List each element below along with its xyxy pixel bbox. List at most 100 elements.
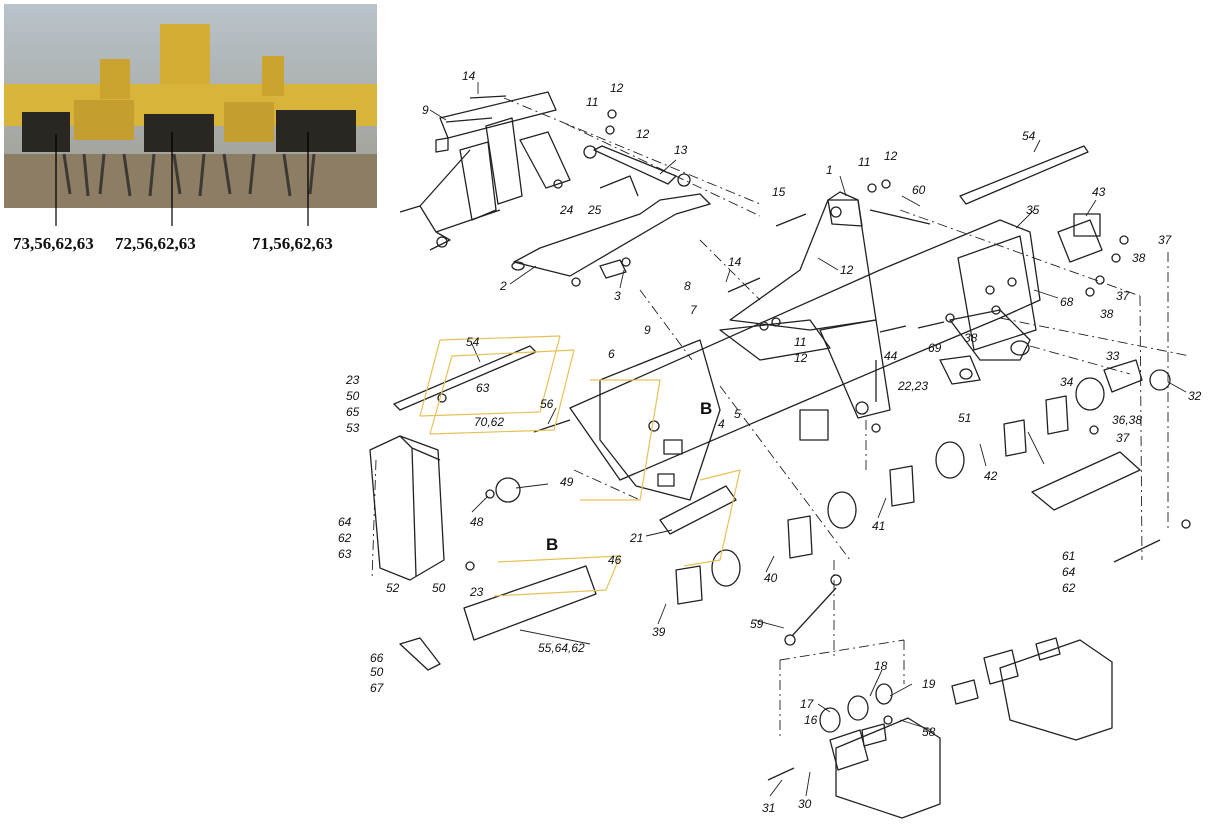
label-14: 14: [462, 69, 476, 83]
nuts: [437, 109, 1191, 725]
label-39: 39: [652, 625, 666, 639]
label-35: 35: [1026, 203, 1040, 217]
label-34: 34: [1060, 375, 1074, 389]
label-1: 1: [826, 163, 833, 177]
bolts: [445, 95, 1161, 781]
label-37: 37: [1116, 431, 1131, 445]
label-50: 50: [370, 665, 384, 679]
idler-pulley: [819, 683, 893, 733]
label-11: 11: [794, 335, 806, 349]
label-18: 18: [874, 659, 888, 673]
label-52: 52: [386, 581, 400, 595]
label-16: 16: [804, 713, 818, 727]
label-37: 37: [1158, 233, 1173, 247]
label-6: 6: [608, 347, 615, 361]
label-23: 23: [345, 373, 360, 387]
label-64: 64: [338, 515, 352, 529]
label-31: 31: [762, 801, 775, 815]
label-62: 62: [1062, 581, 1076, 595]
label-69: 69: [928, 341, 942, 355]
hitch-frame: [399, 91, 571, 251]
part-number-labels: 14 9 11 12 12 13 24 25 1 11 12 15 60 54 …: [338, 69, 1202, 815]
label-11: 11: [858, 155, 870, 169]
center-gearbox: [719, 191, 891, 419]
label-12: 12: [884, 149, 898, 163]
label-3: 3: [614, 289, 621, 303]
side-cover: [369, 435, 445, 581]
label-67: 67: [370, 681, 385, 695]
label-50: 50: [432, 581, 446, 595]
label-55-64-62: 55,64,62: [538, 641, 585, 655]
label-41: 41: [872, 519, 885, 533]
label-9: 9: [422, 103, 429, 117]
label-19: 19: [922, 677, 936, 691]
label-70-62: 70,62: [474, 415, 504, 429]
hydraulic-motor: [1057, 213, 1103, 263]
label-21: 21: [629, 531, 643, 545]
photo-label-center: 72,56,62,63: [115, 234, 196, 253]
label-24: 24: [559, 203, 574, 217]
label-38: 38: [964, 331, 978, 345]
label-32: 32: [1188, 389, 1202, 403]
label-25: 25: [587, 203, 602, 217]
label-58: 58: [922, 725, 936, 739]
label-7: 7: [690, 303, 698, 317]
label-12: 12: [610, 81, 624, 95]
blade-upper: [959, 145, 1089, 205]
label-63: 63: [476, 381, 490, 395]
lower-link: [511, 193, 711, 279]
left-side-plate: [599, 339, 829, 501]
label-23: 23: [469, 585, 484, 599]
label-22-23: 22,23: [897, 379, 928, 393]
label-54: 54: [1022, 129, 1036, 143]
label-46: 46: [608, 553, 622, 567]
label-15: 15: [772, 185, 786, 199]
label-49: 49: [560, 475, 574, 489]
sprocket: [495, 477, 521, 503]
rotor-drive-chain: [659, 359, 1171, 605]
main-beam: [569, 219, 1041, 481]
label-40: 40: [764, 571, 778, 585]
label-54: 54: [466, 335, 480, 349]
view-marker-b-lower: B: [546, 535, 558, 554]
label-48: 48: [470, 515, 484, 529]
label-9: 9: [644, 323, 651, 337]
label-36-38: 36,38: [1112, 413, 1142, 427]
label-38: 38: [1132, 251, 1146, 265]
label-17: 17: [800, 697, 815, 711]
machine-photo: [4, 4, 377, 208]
label-37: 37: [1116, 289, 1131, 303]
label-53: 53: [346, 421, 360, 435]
label-50: 50: [346, 389, 360, 403]
label-33: 33: [1106, 349, 1120, 363]
label-2: 2: [499, 279, 507, 293]
photo-label-right: 71,56,62,63: [252, 234, 333, 253]
label-5: 5: [734, 407, 741, 421]
label-12: 12: [840, 263, 854, 277]
label-62: 62: [338, 531, 352, 545]
label-14: 14: [728, 255, 742, 269]
label-60: 60: [912, 183, 926, 197]
label-44: 44: [884, 349, 898, 363]
label-13: 13: [674, 143, 688, 157]
label-43: 43: [1092, 185, 1106, 199]
label-38: 38: [1100, 307, 1114, 321]
assembly-centerlines: [371, 97, 1191, 740]
label-56: 56: [540, 397, 554, 411]
label-12: 12: [636, 127, 650, 141]
label-30: 30: [798, 797, 812, 811]
label-4: 4: [718, 417, 725, 431]
label-42: 42: [984, 469, 998, 483]
view-marker-b-upper: B: [700, 399, 712, 418]
photo-label-left: 73,56,62,63: [13, 234, 94, 253]
leader-lines: [429, 82, 1187, 797]
label-51: 51: [958, 411, 971, 425]
adjust-link: [784, 574, 842, 646]
rotor-shield-left: [463, 565, 597, 641]
small-bracket: [399, 637, 441, 671]
label-65: 65: [346, 405, 360, 419]
label-11: 11: [586, 95, 598, 109]
